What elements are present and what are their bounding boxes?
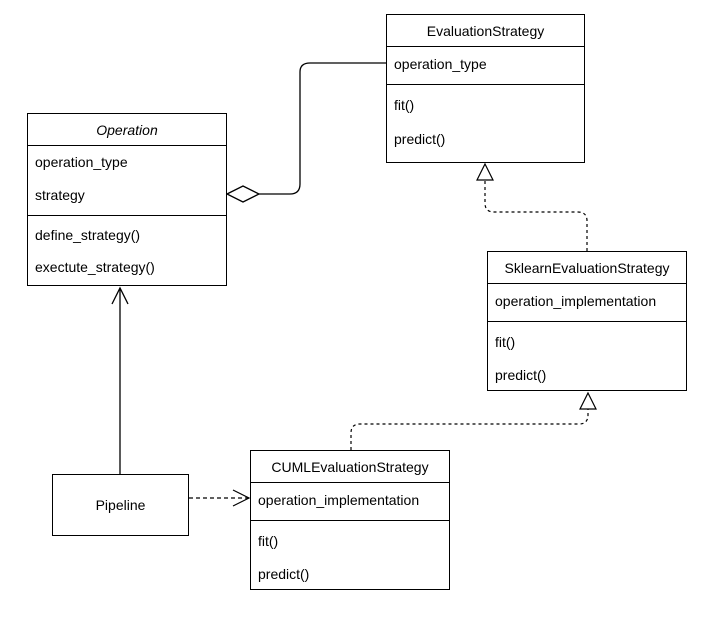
method-label: predict() <box>258 566 310 582</box>
method-label: fit() <box>394 97 415 113</box>
realization-arrowhead-cuml <box>579 391 597 410</box>
class-evaluation-strategy[interactable]: EvaluationStrategy operation_type fit() … <box>386 14 585 163</box>
method-label: fit() <box>495 334 516 350</box>
class-attributes: operation_implementation <box>251 483 449 521</box>
class-name: EvaluationStrategy <box>426 22 545 39</box>
class-operation[interactable]: Operation operation_type strategy define… <box>27 113 227 286</box>
method-label: predict() <box>495 367 547 383</box>
class-methods: fit() predict() <box>488 322 686 391</box>
method-row: define_strategy() <box>28 219 226 251</box>
aggregation-diamond <box>225 185 261 203</box>
method-row: fit() <box>387 88 584 122</box>
method-label: exectute_strategy() <box>35 259 155 275</box>
class-attributes: operation_type strategy <box>28 146 226 216</box>
attribute-label: operation_type <box>394 56 487 72</box>
class-header: CUMLEvaluationStrategy <box>251 451 449 483</box>
method-row: predict() <box>387 122 584 156</box>
attribute-row: operation_implementation <box>488 284 686 318</box>
class-header: SklearnEvaluationStrategy <box>488 252 686 284</box>
attribute-label: operation_type <box>35 154 128 170</box>
method-row: fit() <box>488 325 686 359</box>
class-name: CUMLEvaluationStrategy <box>271 458 429 475</box>
attribute-row: operation_type <box>387 47 584 81</box>
attribute-label: operation_implementation <box>495 293 657 309</box>
attribute-row: operation_type <box>28 146 226 178</box>
class-methods: define_strategy() exectute_strategy() <box>28 216 226 283</box>
realization-arrowhead-sklearn <box>476 162 494 181</box>
method-label: predict() <box>394 131 446 147</box>
class-name: Operation <box>96 121 158 138</box>
method-label: define_strategy() <box>35 227 141 243</box>
method-row: predict() <box>251 558 449 590</box>
class-cuml-evaluation-strategy[interactable]: CUMLEvaluationStrategy operation_impleme… <box>250 450 450 590</box>
method-row: predict() <box>488 359 686 391</box>
class-header: EvaluationStrategy <box>387 15 584 47</box>
pipeline-box[interactable]: Pipeline <box>52 474 189 536</box>
class-methods: fit() predict() <box>387 85 584 156</box>
attribute-row: strategy <box>28 178 226 212</box>
pipeline-label: Pipeline <box>95 497 146 513</box>
method-row: exectute_strategy() <box>28 251 226 283</box>
attribute-label: operation_implementation <box>258 492 420 508</box>
class-header: Operation <box>28 114 226 146</box>
method-row: fit() <box>251 524 449 558</box>
method-label: fit() <box>258 533 279 549</box>
class-attributes: operation_implementation <box>488 284 686 322</box>
class-methods: fit() predict() <box>251 521 449 590</box>
class-sklearn-evaluation-strategy[interactable]: SklearnEvaluationStrategy operation_impl… <box>487 251 687 391</box>
dependency-arrowhead <box>232 489 251 507</box>
class-attributes: operation_type <box>387 47 584 85</box>
realization-line-sklearn <box>484 180 588 251</box>
attribute-label: strategy <box>35 187 85 203</box>
attribute-row: operation_implementation <box>251 483 449 517</box>
realization-line-cuml <box>350 409 589 450</box>
aggregation-line <box>259 62 386 195</box>
class-name: SklearnEvaluationStrategy <box>504 259 670 276</box>
association-arrowhead <box>111 286 129 305</box>
